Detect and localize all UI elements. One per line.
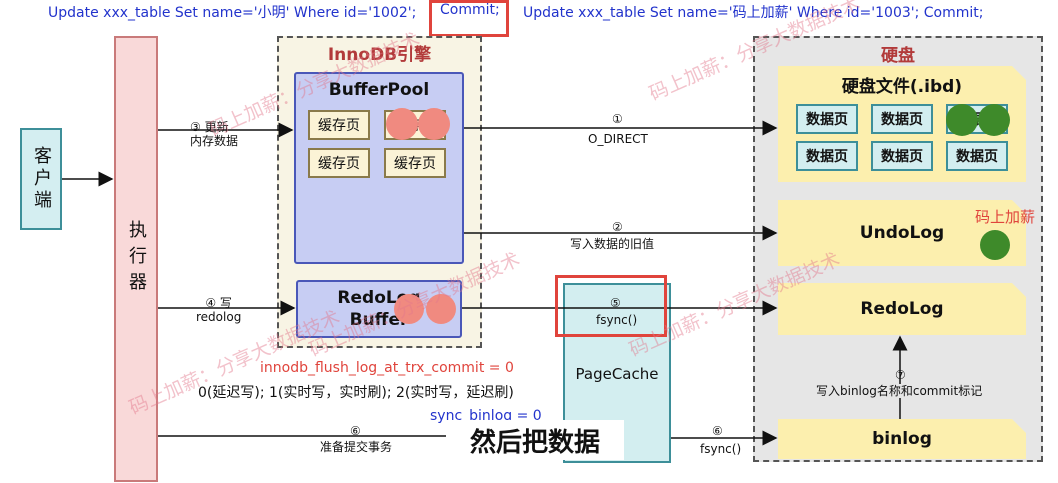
redolog-data-dot <box>394 294 424 324</box>
subtitle-caption: 然后把数据 <box>446 420 624 460</box>
step7-label: 写入binlog名称和commit标记 <box>816 384 983 398</box>
binlog-file: binlog <box>778 419 1026 459</box>
data-page: 数据页 <box>946 141 1008 171</box>
persisted-data-dot <box>946 104 978 136</box>
step1-number: ① <box>612 112 623 126</box>
step7-number: ⑦ <box>895 368 906 382</box>
ibd-file-title: 硬盘文件(.ibd) <box>841 77 963 97</box>
step4-label: ④ 写 redolog <box>196 296 242 324</box>
redolog-data-dot <box>426 294 456 324</box>
cache-page: 缓存页 <box>384 148 446 178</box>
stamp-text: 码上加薪 <box>975 208 1036 226</box>
sql-commit-1: Commit; <box>440 2 500 18</box>
disk-title: 硬盘 <box>881 46 915 66</box>
step5-label: fsync() <box>596 313 638 327</box>
step6b-number: ⑥ <box>712 424 723 438</box>
redolog-buffer-line2: Buffer <box>349 310 409 330</box>
step6b-label: fsync() <box>700 442 742 456</box>
persisted-data-dot <box>978 104 1010 136</box>
step5-number: ⑤ <box>610 296 621 310</box>
innodb-title: InnoDB引擎 <box>327 45 432 65</box>
ibd-file: 硬盘文件(.ibd) 数据页 数据页 数据页 数据页 数据页 数据页 <box>778 66 1026 182</box>
cache-page: 缓存页 <box>308 148 370 178</box>
step2-label: 写入数据的旧值 <box>570 237 655 251</box>
client-box: 客户端 <box>20 128 62 230</box>
cache-page: 缓存页 <box>308 110 370 140</box>
page-cache-label: PageCache <box>575 365 659 383</box>
data-page: 数据页 <box>871 104 933 134</box>
flush-log-setting: innodb_flush_log_at_trx_commit = 0 <box>260 360 514 376</box>
sql-statement-2: Update xxx_table Set name='码上加薪' Where i… <box>523 5 984 21</box>
undolog-data-dot <box>980 230 1010 260</box>
step1-label: O_DIRECT <box>588 132 648 146</box>
sql-statement-1: Update xxx_table Set name='小明' Where id=… <box>48 5 417 21</box>
redolog-file: RedoLog <box>778 283 1026 335</box>
redolog-buffer: RedoLog Buffer <box>296 280 462 338</box>
data-page: 数据页 <box>796 104 858 134</box>
fsync-highlight-box <box>555 275 667 337</box>
buffer-pool-title: BufferPool <box>328 80 430 100</box>
buffer-pool: BufferPool 缓存页 缓存页 缓存页 缓存页 <box>294 72 464 264</box>
flush-log-options: 0(延迟写); 1(实时写，实时刷); 2(实时写，延迟刷) <box>198 385 514 401</box>
step6a-label: 准备提交事务 <box>320 440 393 454</box>
step6a-number: ⑥ <box>350 424 361 438</box>
modified-data-dot <box>386 108 418 140</box>
executor-box: 执行器 <box>114 36 158 482</box>
modified-data-dot <box>418 108 450 140</box>
commit-highlight-box <box>429 0 509 37</box>
step2-number: ② <box>612 220 623 234</box>
data-page: 数据页 <box>796 141 858 171</box>
data-page: 数据页 <box>871 141 933 171</box>
step3-label: ③ 更新 内存数据 <box>190 120 239 148</box>
